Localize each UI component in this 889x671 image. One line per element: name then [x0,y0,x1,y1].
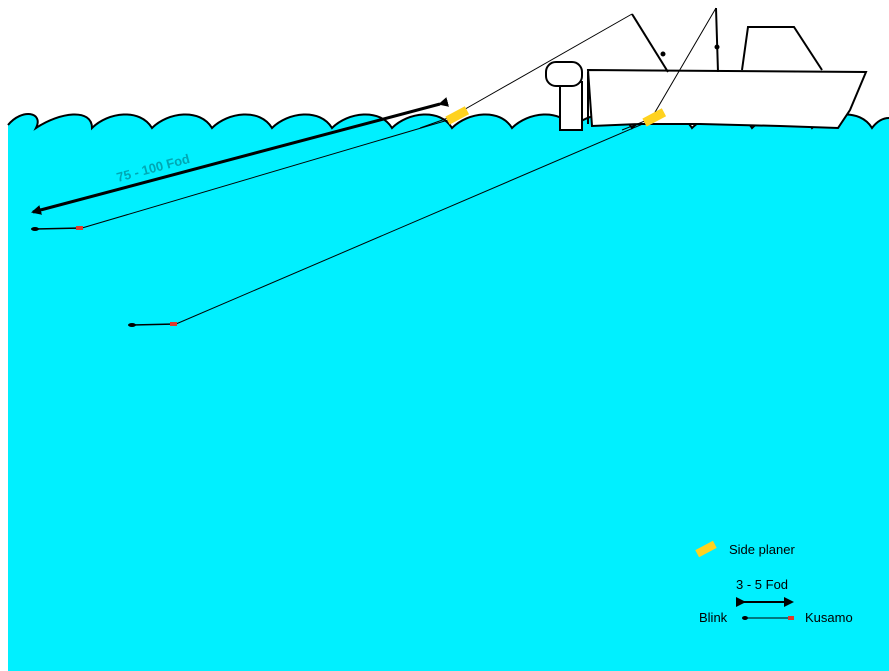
boat-cabin [741,26,823,71]
legend-spacing-label: 3 - 5 Fod [736,577,788,592]
legend: Side planer 3 - 5 Fod Blink Kusamo [695,540,853,625]
outboard-motor-head [545,61,583,87]
outboard-motor-shaft [559,81,583,131]
legend-leader-tip [788,616,794,620]
boat [545,26,868,131]
side-planer-1 [445,106,470,125]
fishing-rods [459,7,720,115]
lure-1 [31,226,83,231]
legend-planer-label: Side planer [729,542,795,557]
distance-arrow [31,97,450,215]
legend-lure-icon [742,616,748,620]
legend-leader-label: Kusamo [805,610,853,625]
boat-hull [586,68,868,130]
legend-lure-label: Blink [699,610,728,625]
lure-2 [128,322,177,327]
side-planer-2 [642,108,667,127]
water [8,113,889,671]
rod-right [715,7,719,73]
line-far-planer [175,119,653,325]
rod-left [631,13,669,73]
legend-planer-icon [695,540,717,558]
